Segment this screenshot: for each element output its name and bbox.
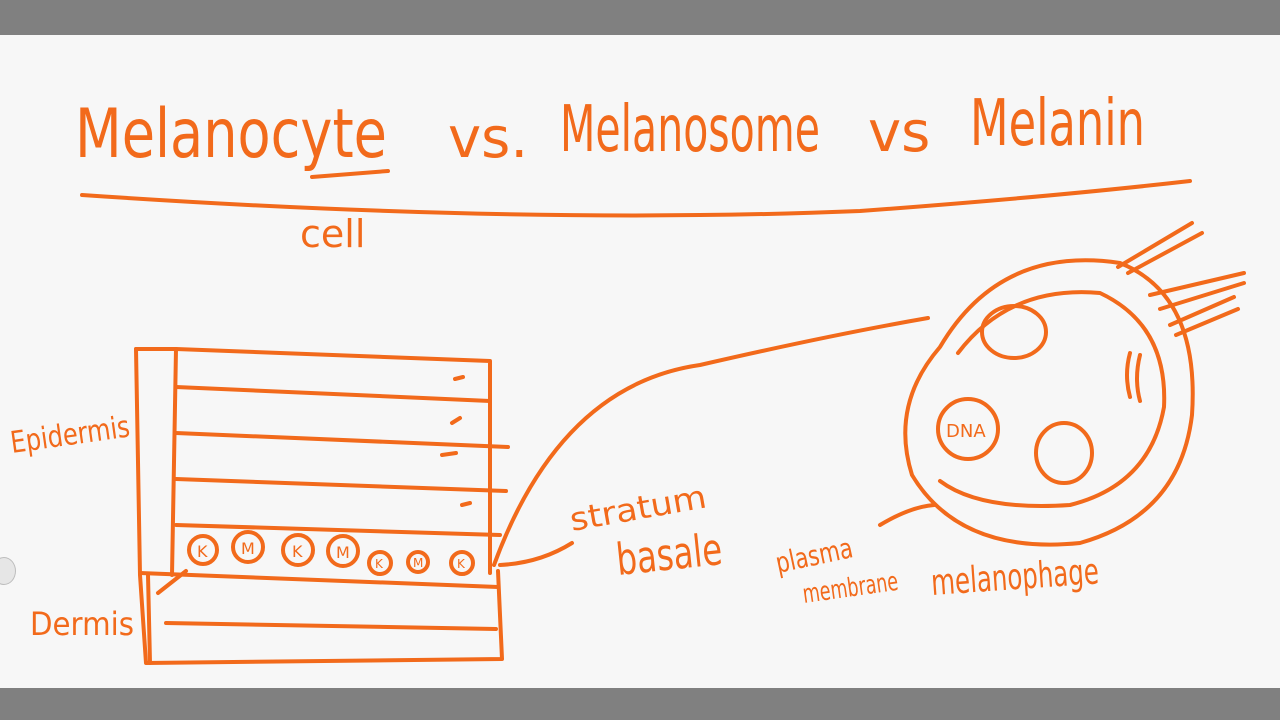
basal-cell	[187, 534, 219, 566]
dermis-label: Dermis	[30, 605, 134, 643]
zoom-connector-curve	[492, 316, 930, 567]
title-underline	[80, 179, 1192, 218]
basal-cell	[231, 530, 265, 564]
basal-cell	[406, 550, 430, 574]
top-letterbox-bar	[0, 0, 1280, 35]
dendrite	[1126, 231, 1204, 275]
basal-cell-letter: M	[241, 539, 255, 558]
basal-cell-letter: K	[457, 557, 466, 571]
basal-cell-letter: M	[336, 543, 350, 562]
dendrite	[1168, 295, 1236, 327]
melanosome-vesicle	[1034, 421, 1094, 485]
title-melanocyte: Melanocyte	[75, 95, 387, 174]
melanosome-vesicle	[980, 304, 1048, 360]
basal-cell-letter: M	[413, 556, 423, 570]
basal-cell-letter: K	[375, 557, 384, 571]
title-melanosome: Melanosome	[560, 93, 820, 167]
basal-cell	[326, 534, 360, 568]
plasma-label: plasma	[773, 531, 856, 579]
title-melanin: Melanin	[970, 87, 1145, 161]
cyte-underline	[310, 169, 390, 179]
melanocyte-zoom: DNA	[878, 221, 1246, 547]
outer-membrane	[903, 258, 1195, 547]
basal-cell-letter: K	[292, 542, 303, 561]
epidermis-label: Epidermis	[8, 410, 132, 461]
membrane-label: membrane	[801, 567, 900, 610]
nucleus-label: DNA	[946, 421, 986, 442]
pigment-squiggle	[1135, 353, 1142, 403]
basal-cell	[281, 533, 315, 567]
stratum-pointer-line	[498, 541, 574, 567]
dendrite	[1158, 281, 1246, 311]
bottom-letterbox-bar	[0, 688, 1280, 720]
membrane-arrow	[878, 503, 936, 527]
title-vs-2: vs	[868, 100, 930, 165]
nucleus	[936, 397, 1000, 461]
skin-layers-diagram	[134, 347, 510, 665]
whiteboard-drawing: Melanocyte vs. Melanosome vs Melanin cel…	[8, 87, 1246, 665]
dendrite	[1174, 307, 1240, 337]
basale-label: basale	[614, 524, 725, 586]
whiteboard-canvas: Melanocyte vs. Melanosome vs Melanin cel…	[0, 35, 1280, 688]
dendrite	[1116, 221, 1194, 269]
pigment-squiggle	[1125, 351, 1132, 399]
melanocyte-cell-label: melanophage	[930, 551, 1100, 604]
inner-membrane	[938, 290, 1167, 508]
dendrite	[1148, 271, 1246, 297]
basal-cell	[449, 550, 475, 576]
basal-cell	[367, 550, 393, 576]
basal-cell-letter: K	[197, 542, 208, 561]
title-vs-1: vs.	[448, 106, 528, 171]
cell-label: cell	[300, 212, 365, 256]
basal-cell-row: K M K M K M K	[187, 530, 475, 576]
